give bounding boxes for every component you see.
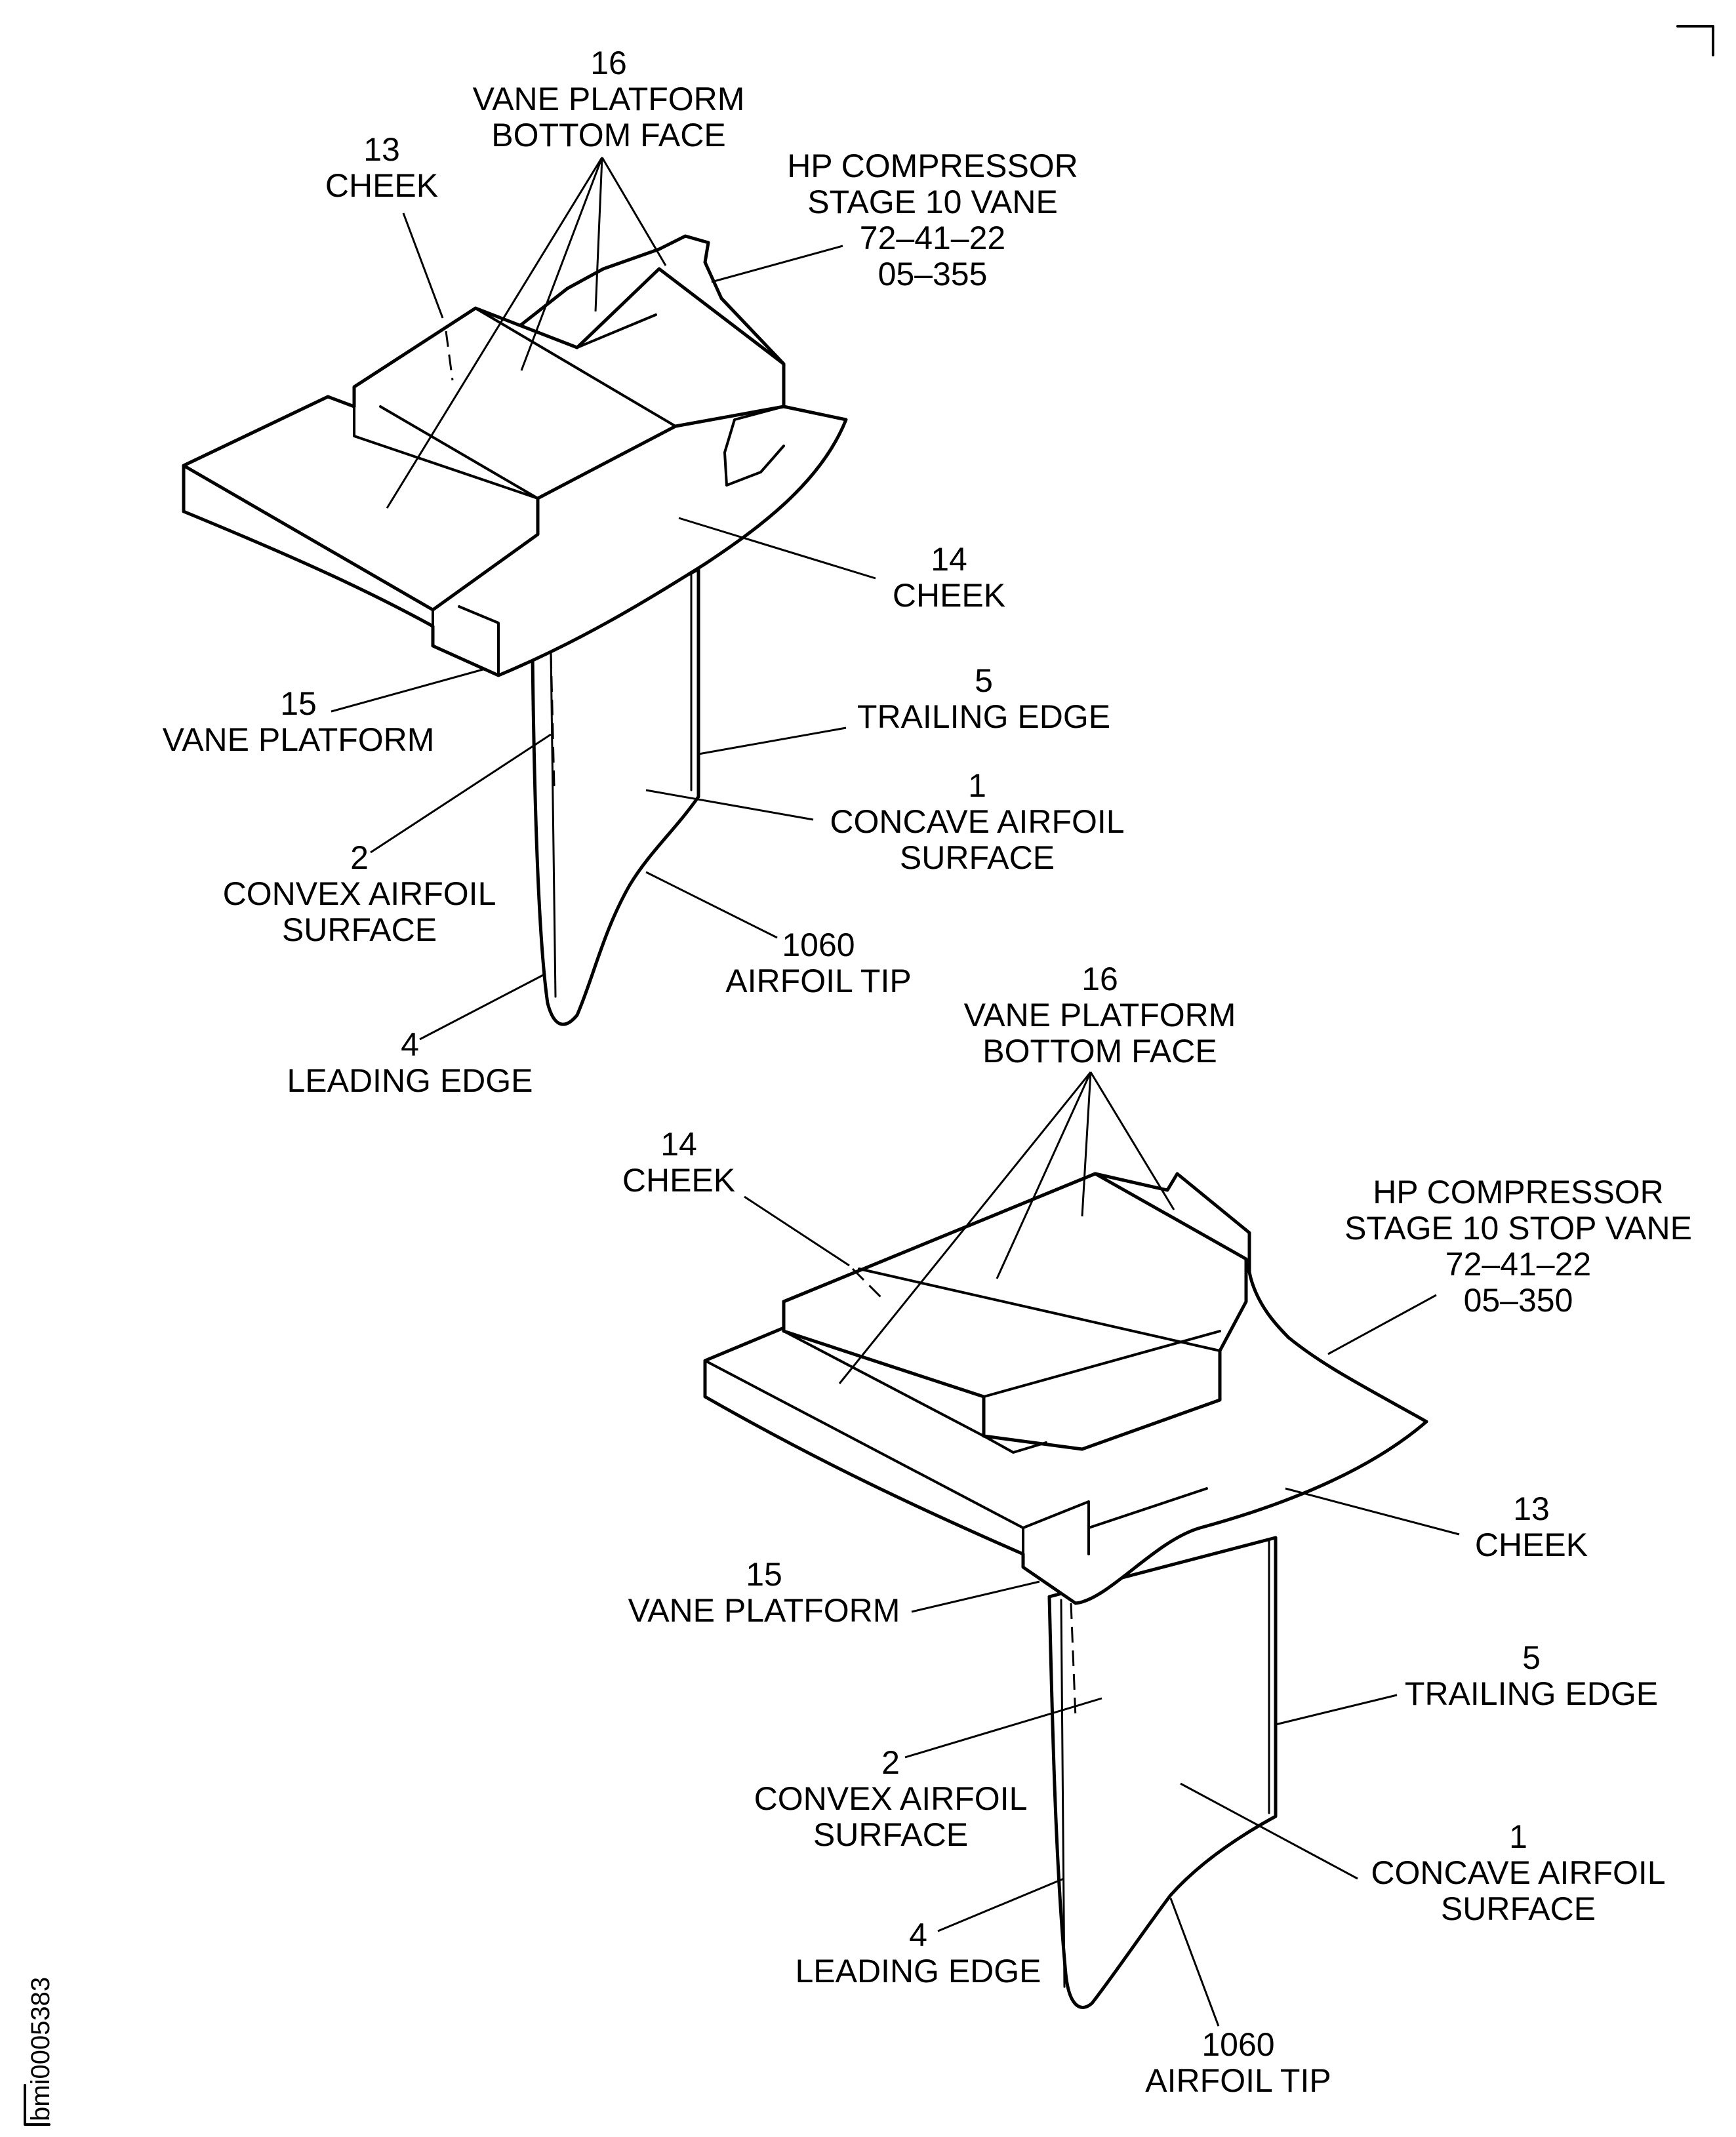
label-number: 1060: [1201, 2026, 1274, 2063]
label-text: CONCAVE AIRFOIL: [830, 803, 1124, 840]
label-number: 14: [660, 1126, 697, 1163]
label-text: LEADING EDGE: [795, 1953, 1041, 1989]
label-text: VANE PLATFORM: [628, 1592, 900, 1629]
label-number: 15: [746, 1556, 782, 1593]
bottom-vane-platform: [703, 1172, 1428, 1605]
label-text: VANE PLATFORM: [163, 721, 435, 758]
label-text: CONVEX AIRFOIL: [223, 875, 496, 912]
top-vane-title-line-1: HP COMPRESSOR: [787, 148, 1078, 184]
bottom-vane-airfoil: [1047, 1536, 1278, 2009]
label-number: 4: [401, 1026, 419, 1063]
top-label-concave-surface: 1 CONCAVE AIRFOIL SURFACE: [645, 767, 1125, 876]
label-number: 13: [363, 131, 400, 168]
label-number: 2: [881, 1744, 900, 1781]
figure-id: bmi0005383: [24, 1977, 55, 2126]
bottom-vane-title-line-1: HP COMPRESSOR: [1373, 1174, 1664, 1210]
bottom-vane-title-line-2: STAGE 10 STOP VANE: [1344, 1210, 1692, 1247]
label-number: 1: [968, 767, 986, 804]
label-number: 15: [280, 685, 317, 722]
label-text: VANE PLATFORM: [473, 81, 745, 117]
label-number: 4: [909, 1917, 927, 1953]
bottom-vane-title-line-3: 72–41–22: [1445, 1246, 1591, 1283]
label-text: CONVEX AIRFOIL: [754, 1780, 1028, 1817]
label-text: CONCAVE AIRFOIL: [1371, 1854, 1665, 1891]
label-text: CHEEK: [1475, 1527, 1588, 1563]
label-number: 1060: [782, 927, 855, 963]
bottom-label-platform-bottom-face: 16 VANE PLATFORM BOTTOM FACE: [838, 961, 1236, 1384]
label-text: CHEEK: [622, 1162, 735, 1199]
top-label-cheek-14: 14 CHEEK: [678, 517, 1005, 614]
label-text: BOTTOM FACE: [982, 1033, 1217, 1069]
label-number: 14: [931, 541, 967, 578]
bottom-label-convex-surface: 2 CONVEX AIRFOIL SURFACE: [754, 1697, 1102, 1853]
bottom-label-cheek-14: 14 CHEEK: [622, 1126, 850, 1267]
label-number: 16: [1081, 961, 1118, 997]
top-vane-title: HP COMPRESSOR STAGE 10 VANE 72–41–22 05–…: [711, 148, 1078, 292]
label-text: CHEEK: [893, 577, 1005, 614]
top-label-leading-edge: 4 LEADING EDGE: [287, 972, 546, 1099]
label-number: 1: [1509, 1818, 1527, 1855]
corner-mark: [1676, 25, 1714, 56]
label-number: 13: [1513, 1490, 1550, 1527]
label-text: CHEEK: [325, 167, 438, 204]
bottom-label-leading-edge: 4 LEADING EDGE: [795, 1877, 1064, 1989]
stage-10-vane-drawing: [182, 234, 848, 1026]
label-text: VANE PLATFORM: [964, 997, 1236, 1033]
bottom-label-cheek-13: 13 CHEEK: [1285, 1487, 1588, 1563]
figure-id-text: bmi0005383: [26, 1977, 55, 2121]
label-number: 5: [975, 662, 993, 699]
top-label-convex-surface: 2 CONVEX AIRFOIL SURFACE: [223, 733, 552, 948]
bottom-vane-title-line-4: 05–350: [1464, 1282, 1573, 1319]
top-vane-airfoil: [531, 567, 700, 1026]
top-vane-title-line-2: STAGE 10 VANE: [807, 184, 1058, 220]
bottom-label-vane-platform: 15 VANE PLATFORM: [628, 1556, 1040, 1629]
top-label-vane-platform: 15 VANE PLATFORM: [163, 668, 486, 758]
top-vane-platform: [182, 234, 848, 677]
bottom-label-airfoil-tip: 1060 AIRFOIL TIP: [1145, 1898, 1331, 2099]
top-vane-title-line-4: 05–355: [878, 256, 988, 292]
top-label-airfoil-tip: 1060 AIRFOIL TIP: [645, 871, 912, 999]
top-label-cheek-13: 13 CHEEK: [325, 131, 444, 319]
label-number: 16: [590, 45, 627, 81]
label-number: 5: [1522, 1639, 1541, 1676]
label-number: 2: [350, 839, 369, 876]
bottom-label-concave-surface: 1 CONCAVE AIRFOIL SURFACE: [1180, 1782, 1666, 1927]
label-text: AIRFOIL TIP: [725, 963, 911, 999]
label-text: SURFACE: [813, 1816, 968, 1853]
label-text: SURFACE: [282, 911, 437, 948]
label-text: AIRFOIL TIP: [1145, 2062, 1331, 2099]
label-text: TRAILING EDGE: [1405, 1675, 1658, 1712]
label-text: BOTTOM FACE: [491, 117, 725, 153]
top-vane-title-line-3: 72–41–22: [860, 220, 1005, 256]
label-text: LEADING EDGE: [287, 1062, 533, 1099]
label-text: SURFACE: [1441, 1890, 1596, 1927]
stage-10-stop-vane-drawing: [703, 1172, 1428, 2009]
label-text: TRAILING EDGE: [857, 698, 1110, 735]
bottom-vane-title: HP COMPRESSOR STAGE 10 STOP VANE 72–41–2…: [1327, 1174, 1692, 1355]
bottom-label-trailing-edge: 5 TRAILING EDGE: [1275, 1639, 1658, 1726]
top-label-platform-bottom-face: 16 VANE PLATFORM BOTTOM FACE: [386, 45, 745, 509]
top-label-trailing-edge: 5 TRAILING EDGE: [698, 662, 1110, 755]
label-text: SURFACE: [900, 839, 1055, 876]
